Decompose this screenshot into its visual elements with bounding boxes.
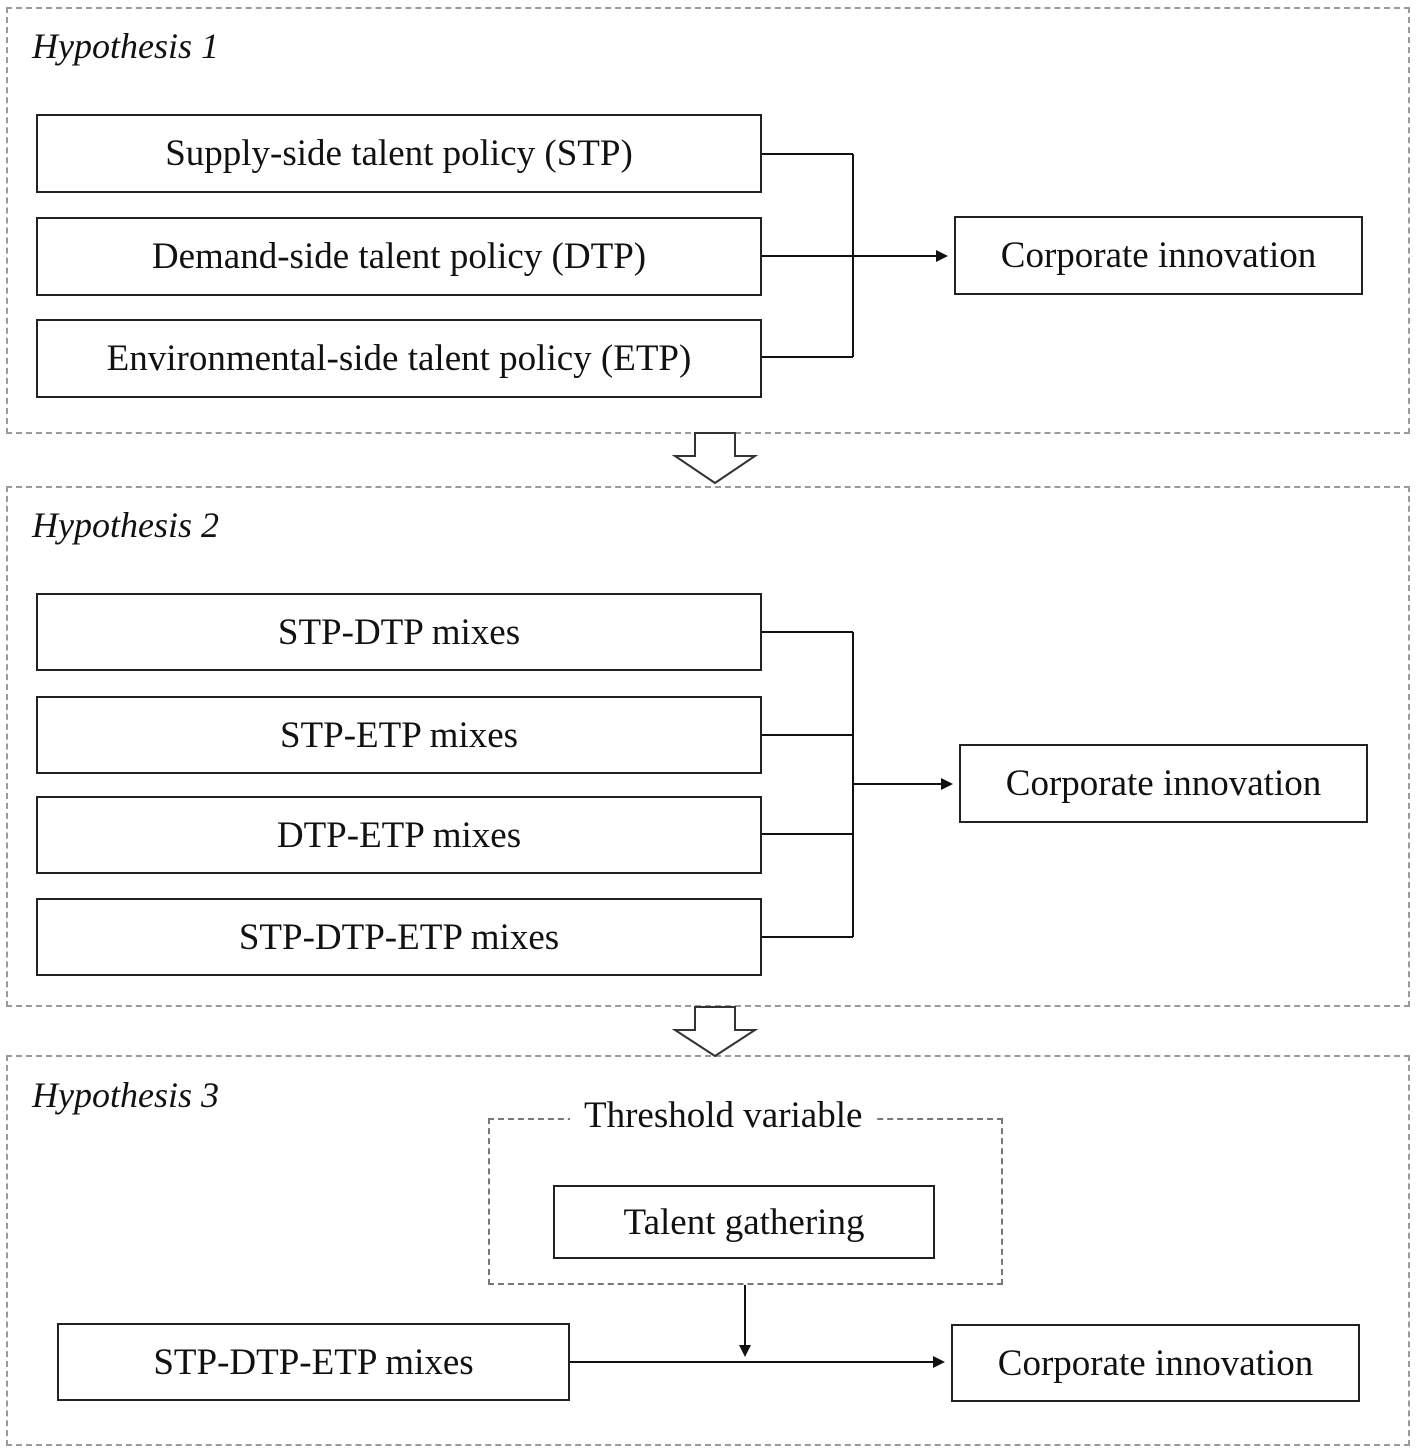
dtp-etp-mix-box: DTP-ETP mixes xyxy=(36,796,762,874)
h1-outcome-box: Corporate innovation xyxy=(954,216,1363,295)
down-arrow-2 xyxy=(671,1006,759,1058)
hypothesis-3-title: Hypothesis 3 xyxy=(32,1075,219,1115)
stp-dtp-mix-box: STP-DTP mixes xyxy=(36,593,762,671)
threshold-variable-label: Threshold variable xyxy=(570,1097,877,1134)
hypothesis-1-title: Hypothesis 1 xyxy=(32,26,219,66)
dtp-policy-box: Demand-side talent policy (DTP) xyxy=(36,217,762,296)
stp-policy-box: Supply-side talent policy (STP) xyxy=(36,114,762,193)
stp-dtp-etp-mix-box: STP-DTP-ETP mixes xyxy=(36,898,762,976)
h3-outcome-box: Corporate innovation xyxy=(951,1324,1360,1402)
talent-gathering-box: Talent gathering xyxy=(553,1185,935,1259)
hypothesis-2-title: Hypothesis 2 xyxy=(32,505,219,545)
down-arrow-1 xyxy=(671,432,759,485)
h3-input-box: STP-DTP-ETP mixes xyxy=(57,1323,570,1401)
etp-policy-box: Environmental-side talent policy (ETP) xyxy=(36,319,762,398)
stp-etp-mix-box: STP-ETP mixes xyxy=(36,696,762,774)
h2-outcome-box: Corporate innovation xyxy=(959,744,1368,823)
